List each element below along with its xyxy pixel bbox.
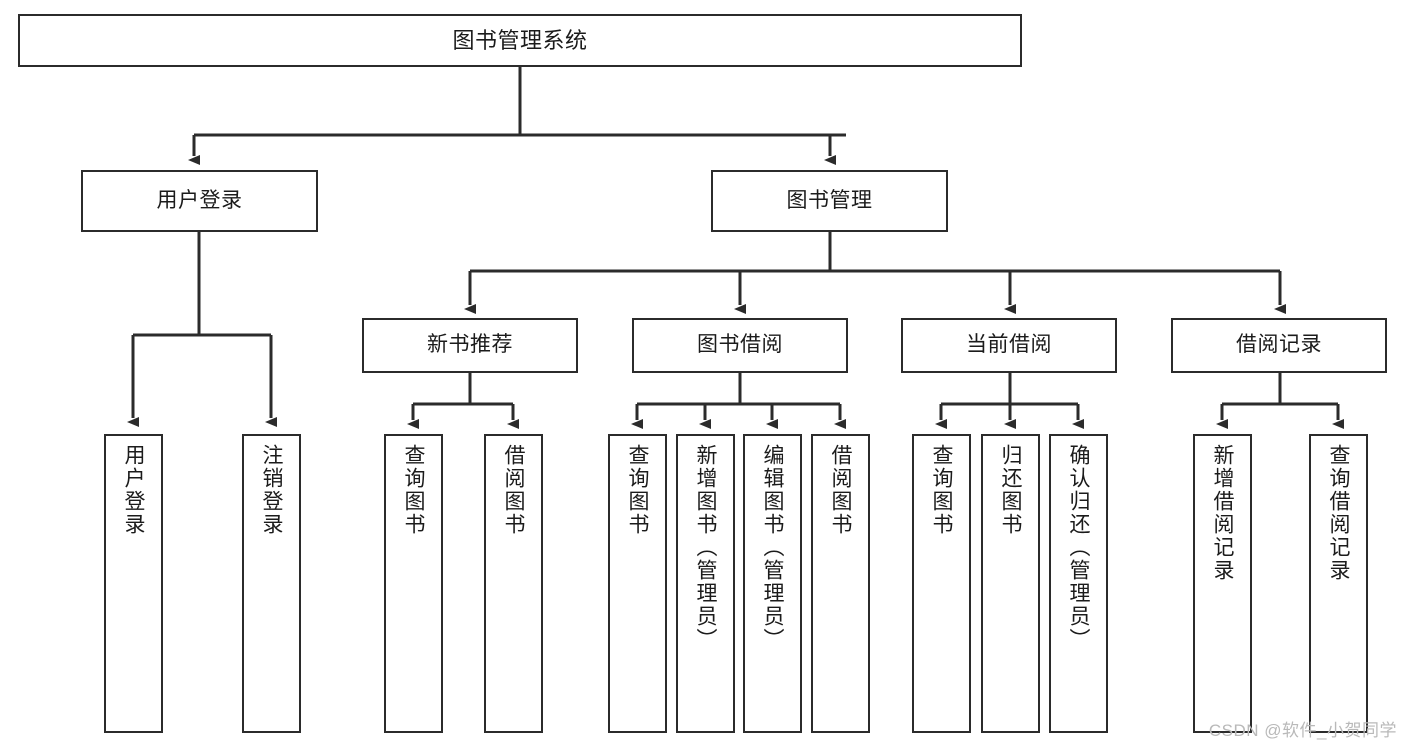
- node-label: 新书推荐: [427, 333, 513, 357]
- node-leaf-user-login[interactable]: 用户登录: [104, 434, 163, 733]
- node-label: 查询借阅记录: [1327, 444, 1350, 582]
- node-label: 图书管理: [786, 188, 873, 212]
- node-book-management[interactable]: 图书管理: [711, 170, 948, 232]
- node-new-book-recommend[interactable]: 新书推荐: [362, 318, 578, 373]
- node-label: 图书管理系统: [452, 27, 588, 53]
- node-label: 用户登录: [122, 444, 145, 536]
- node-leaf-edit-book-admin[interactable]: 编辑图书（管理员）: [743, 434, 802, 733]
- node-label: 确认归还（管理员）: [1067, 444, 1090, 651]
- node-label: 用户登录: [156, 188, 243, 212]
- node-label: 查询图书: [930, 444, 953, 536]
- node-leaf-query-book-borrow[interactable]: 查询图书: [608, 434, 667, 733]
- node-leaf-logout[interactable]: 注销登录: [242, 434, 301, 733]
- node-label: 新增图书（管理员）: [694, 444, 717, 651]
- node-label: 新增借阅记录: [1211, 444, 1234, 582]
- node-book-borrow[interactable]: 图书借阅: [632, 318, 848, 373]
- node-label: 归还图书: [999, 444, 1022, 536]
- node-label: 查询图书: [626, 444, 649, 536]
- node-leaf-add-borrow-record[interactable]: 新增借阅记录: [1193, 434, 1252, 733]
- node-leaf-add-book-admin[interactable]: 新增图书（管理员）: [676, 434, 735, 733]
- node-label: 查询图书: [402, 444, 425, 536]
- node-label: 借阅图书: [829, 444, 852, 536]
- node-label: 注销登录: [260, 444, 283, 536]
- node-user-login[interactable]: 用户登录: [81, 170, 318, 232]
- csdn-watermark: CSDN @软件_小贺同学: [1208, 721, 1397, 740]
- node-label: 借阅记录: [1236, 333, 1322, 357]
- node-label: 当前借阅: [966, 333, 1052, 357]
- node-leaf-confirm-return-admin[interactable]: 确认归还（管理员）: [1049, 434, 1108, 733]
- node-label: 借阅图书: [502, 444, 525, 536]
- node-leaf-return-book[interactable]: 归还图书: [981, 434, 1040, 733]
- node-label: 编辑图书（管理员）: [761, 444, 784, 651]
- node-leaf-query-borrow-record[interactable]: 查询借阅记录: [1309, 434, 1368, 733]
- node-leaf-borrow-book-recommend[interactable]: 借阅图书: [484, 434, 543, 733]
- node-root-book-management-system[interactable]: 图书管理系统: [18, 14, 1022, 67]
- node-leaf-borrow-book[interactable]: 借阅图书: [811, 434, 870, 733]
- node-current-borrow[interactable]: 当前借阅: [901, 318, 1117, 373]
- node-leaf-query-book-recommend[interactable]: 查询图书: [384, 434, 443, 733]
- node-label: 图书借阅: [697, 333, 783, 357]
- node-borrow-record[interactable]: 借阅记录: [1171, 318, 1387, 373]
- node-leaf-query-book-current[interactable]: 查询图书: [912, 434, 971, 733]
